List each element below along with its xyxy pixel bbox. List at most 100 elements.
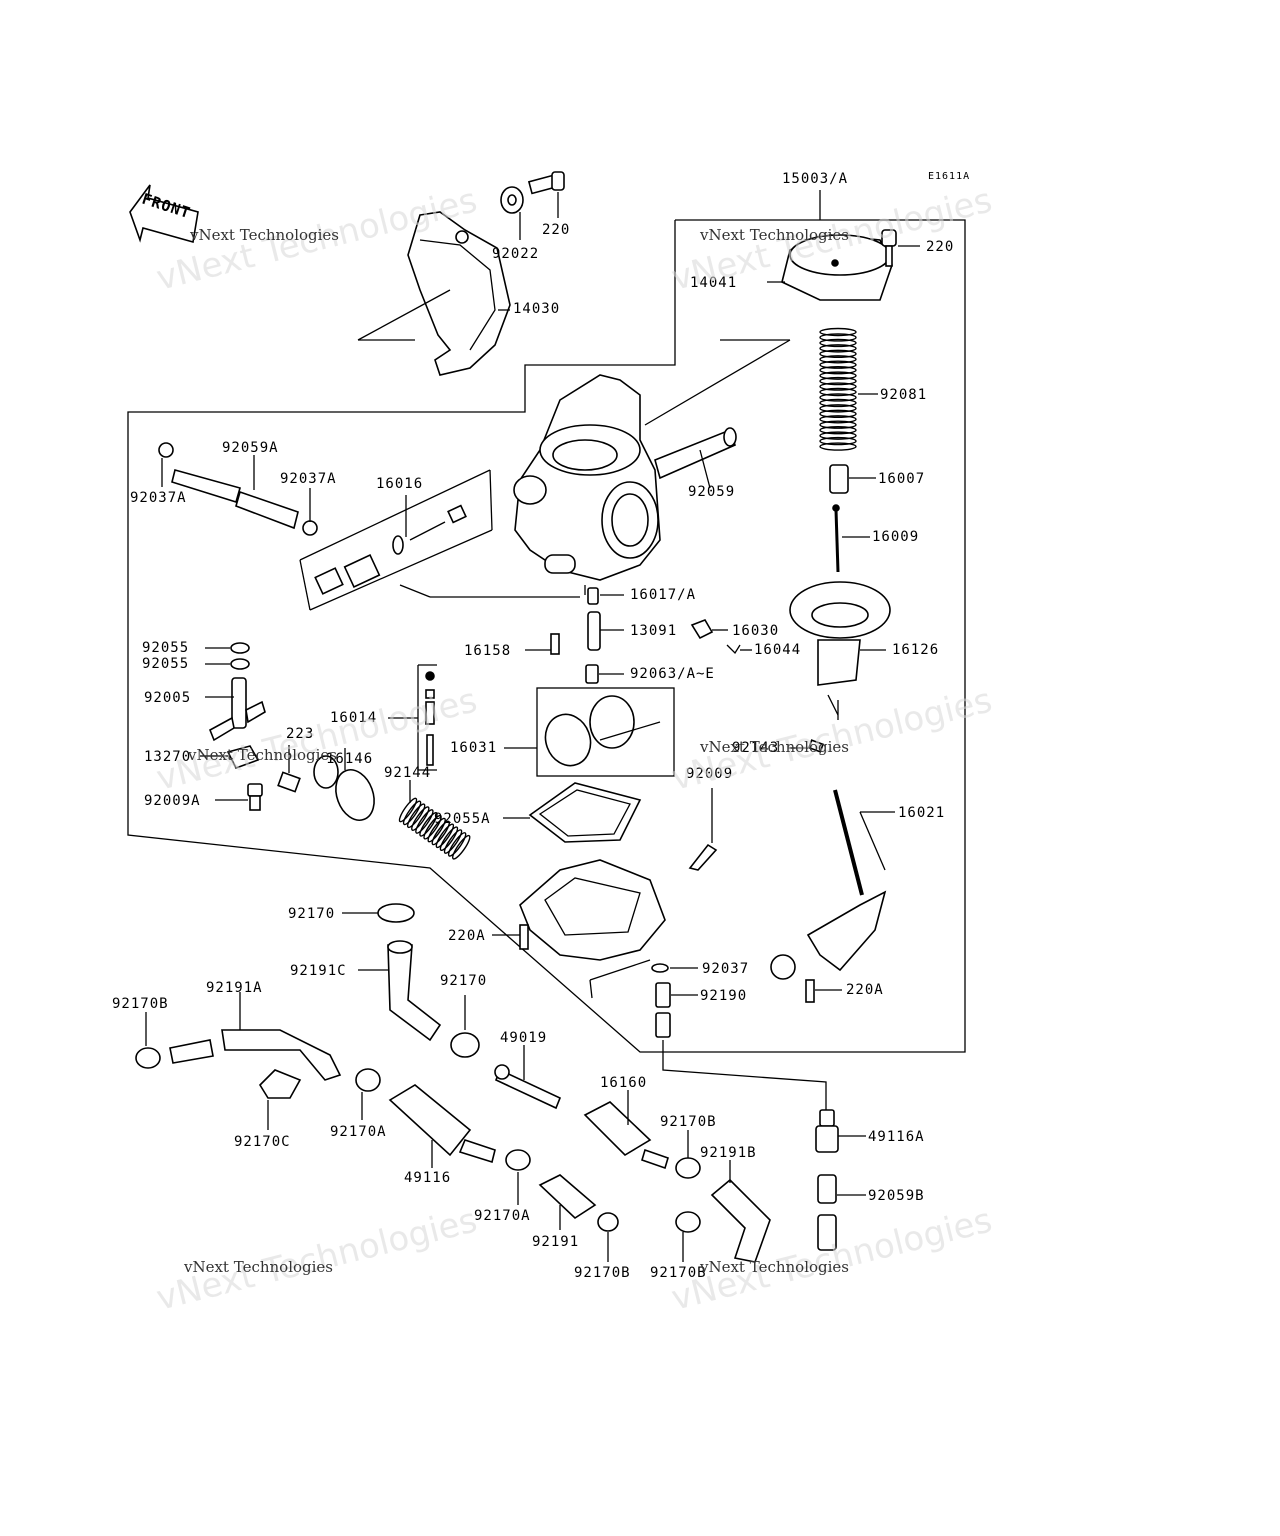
label-92009: 92009 — [686, 766, 733, 782]
main-jet-16017A — [587, 587, 624, 605]
jet-92063 — [585, 664, 624, 684]
tube-92059 — [654, 427, 737, 489]
o-ring-92055-b — [205, 658, 250, 670]
label-16016: 16016 — [376, 476, 423, 492]
diaphragm-16146 — [313, 748, 375, 821]
clamp-92170C — [258, 1069, 302, 1130]
starter-plunger-16014 — [388, 664, 437, 771]
tube-92059B — [817, 1174, 866, 1251]
label-92055-1: 92055 — [142, 640, 189, 656]
label-16031: 16031 — [450, 740, 497, 756]
label-16146: 16146 — [326, 751, 373, 767]
throttle-16021 — [770, 789, 895, 980]
label-92055A: 92055A — [434, 811, 491, 827]
label-92059: 92059 — [688, 484, 735, 500]
screw-220-right — [881, 229, 920, 267]
svg-text:vNext Technologies: vNext Technologies — [699, 226, 849, 244]
label-92143: 92143 — [732, 740, 779, 756]
hose-92191A — [169, 992, 342, 1081]
clamp-92170-mid — [450, 995, 480, 1058]
label-92170B-left: 92170B — [112, 996, 169, 1012]
clip-92037A-left — [158, 442, 174, 487]
label-92059A: 92059A — [222, 440, 279, 456]
part-16160 — [583, 1090, 669, 1170]
watermark-5: vNext Technologies vNext Technologies — [153, 1200, 481, 1318]
label-92190: 92190 — [700, 988, 747, 1004]
part-13270 — [200, 745, 260, 769]
washer-92022 — [500, 186, 524, 240]
label-223: 223 — [286, 726, 314, 742]
label-13091: 13091 — [630, 623, 677, 639]
label-92081: 92081 — [880, 387, 927, 403]
screw-220-top — [527, 171, 565, 218]
screw-92009 — [688, 788, 718, 871]
hose-92191C — [358, 940, 442, 1042]
fitting-92005 — [205, 677, 266, 742]
tube-92059A — [171, 455, 299, 530]
label-14041: 14041 — [690, 275, 737, 291]
clip-16044 — [726, 644, 752, 655]
screw-92009A — [215, 783, 263, 811]
label-92037: 92037 — [702, 961, 749, 977]
svg-text:vNext Technologies: vNext Technologies — [699, 738, 849, 756]
label-15003A: 15003/A — [782, 171, 848, 187]
needle-holder-16007 — [829, 464, 876, 494]
screw-220A-left — [492, 924, 529, 950]
clamp-92170B-bottom-1 — [597, 1212, 619, 1262]
svg-text:vNext Technologies: vNext Technologies — [189, 226, 339, 244]
clip-92037 — [651, 963, 698, 973]
label-92059B: 92059B — [868, 1188, 925, 1204]
diaphragm-cover-14041 — [644, 234, 893, 426]
label-92005: 92005 — [144, 690, 191, 706]
screw-223 — [277, 745, 301, 793]
label-220A-right: 220A — [846, 982, 884, 998]
label-92037A-left: 92037A — [130, 490, 187, 506]
label-16160: 16160 — [600, 1075, 647, 1091]
tube-92190 — [655, 982, 827, 1110]
label-220A-left: 220A — [448, 928, 486, 944]
clamp-92170A-2 — [505, 1149, 531, 1205]
label-92022: 92022 — [492, 246, 539, 262]
label-16021: 16021 — [898, 805, 945, 821]
vacuum-piston-16126 — [789, 581, 891, 716]
label-92055-2: 92055 — [142, 656, 189, 672]
label-92170B-bottom-1: 92170B — [574, 1265, 631, 1281]
label-92170-top: 92170 — [288, 906, 335, 922]
pilot-screw-16016 — [299, 469, 493, 611]
svg-text:vNext Technologies: vNext Technologies — [187, 746, 337, 764]
label-49116A: 49116A — [868, 1129, 925, 1145]
svg-text:vNext Technologies: vNext Technologies — [699, 1258, 849, 1276]
label-92191B: 92191B — [700, 1145, 757, 1161]
label-49116: 49116 — [404, 1170, 451, 1186]
float-valve-16030 — [690, 619, 728, 640]
clamp-92170B-right — [675, 1130, 701, 1179]
label-16014: 16014 — [330, 710, 377, 726]
label-92191C: 92191C — [290, 963, 347, 979]
part-92143 — [788, 739, 825, 753]
label-92144: 92144 — [384, 765, 431, 781]
carburetor-body — [399, 374, 661, 598]
gasket-92055A — [503, 782, 642, 843]
label-92170C: 92170C — [234, 1134, 291, 1150]
label-220-right: 220 — [926, 239, 954, 255]
assembly-outline — [127, 219, 966, 1053]
svg-text:vNext Technologies: vNext Technologies — [183, 1258, 333, 1276]
label-92170B-right: 92170B — [660, 1114, 717, 1130]
label-92009A: 92009A — [144, 793, 201, 809]
label-92191: 92191 — [532, 1234, 579, 1250]
label-14030: 14030 — [513, 301, 560, 317]
float-bowl — [519, 859, 666, 999]
label-16009: 16009 — [872, 529, 919, 545]
screw-220A-right — [805, 979, 842, 1003]
label-92037A-right: 92037A — [280, 471, 337, 487]
label-92170B-bottom-2: 92170B — [650, 1265, 707, 1281]
label-16017A: 16017/A — [630, 587, 696, 603]
clamp-92170-top — [342, 903, 415, 923]
o-ring-92055-a — [205, 642, 250, 654]
hose-92191 — [538, 1174, 597, 1230]
label-220-top: 220 — [542, 222, 570, 238]
cover-part — [357, 211, 511, 376]
label-16126: 16126 — [892, 642, 939, 658]
label-16030: 16030 — [732, 623, 779, 639]
watermark-4: vNext Technologies vNext Technologies — [668, 680, 996, 798]
